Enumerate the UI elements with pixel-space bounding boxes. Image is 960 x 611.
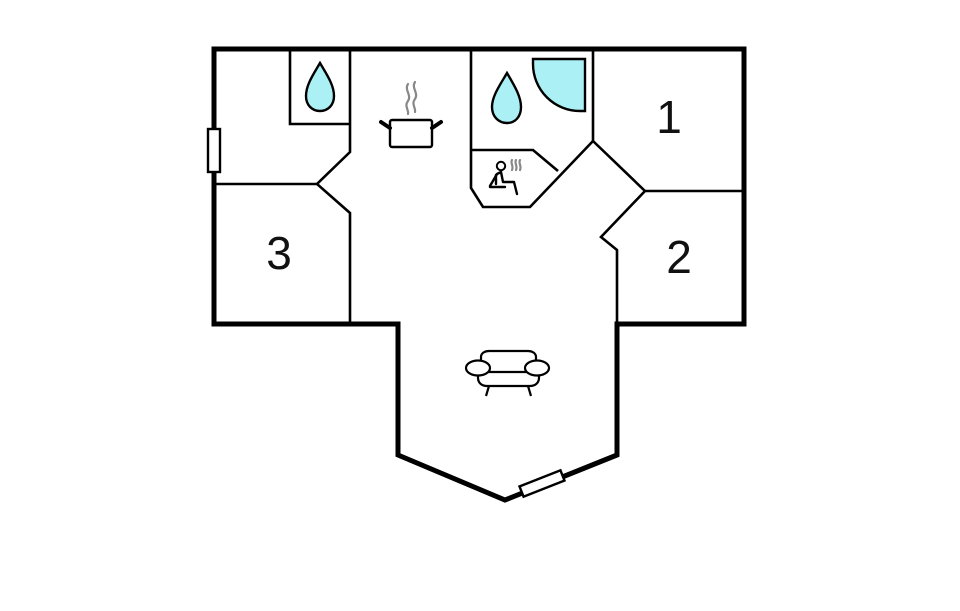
bottom-bay-window xyxy=(517,468,567,499)
sauna-icon xyxy=(488,158,522,196)
room-label-1: 1 xyxy=(656,91,682,143)
bathroom-water-drop-icon xyxy=(490,70,523,125)
interior-walls xyxy=(214,49,744,324)
kitchen-pot-icon xyxy=(379,80,443,149)
left-wall-window xyxy=(206,127,222,174)
room-label-3: 3 xyxy=(266,227,292,279)
room-label-2: 2 xyxy=(666,231,692,283)
toilet-water-drop-icon xyxy=(304,60,336,113)
shower-icon xyxy=(531,57,587,113)
sofa-icon xyxy=(464,349,551,397)
